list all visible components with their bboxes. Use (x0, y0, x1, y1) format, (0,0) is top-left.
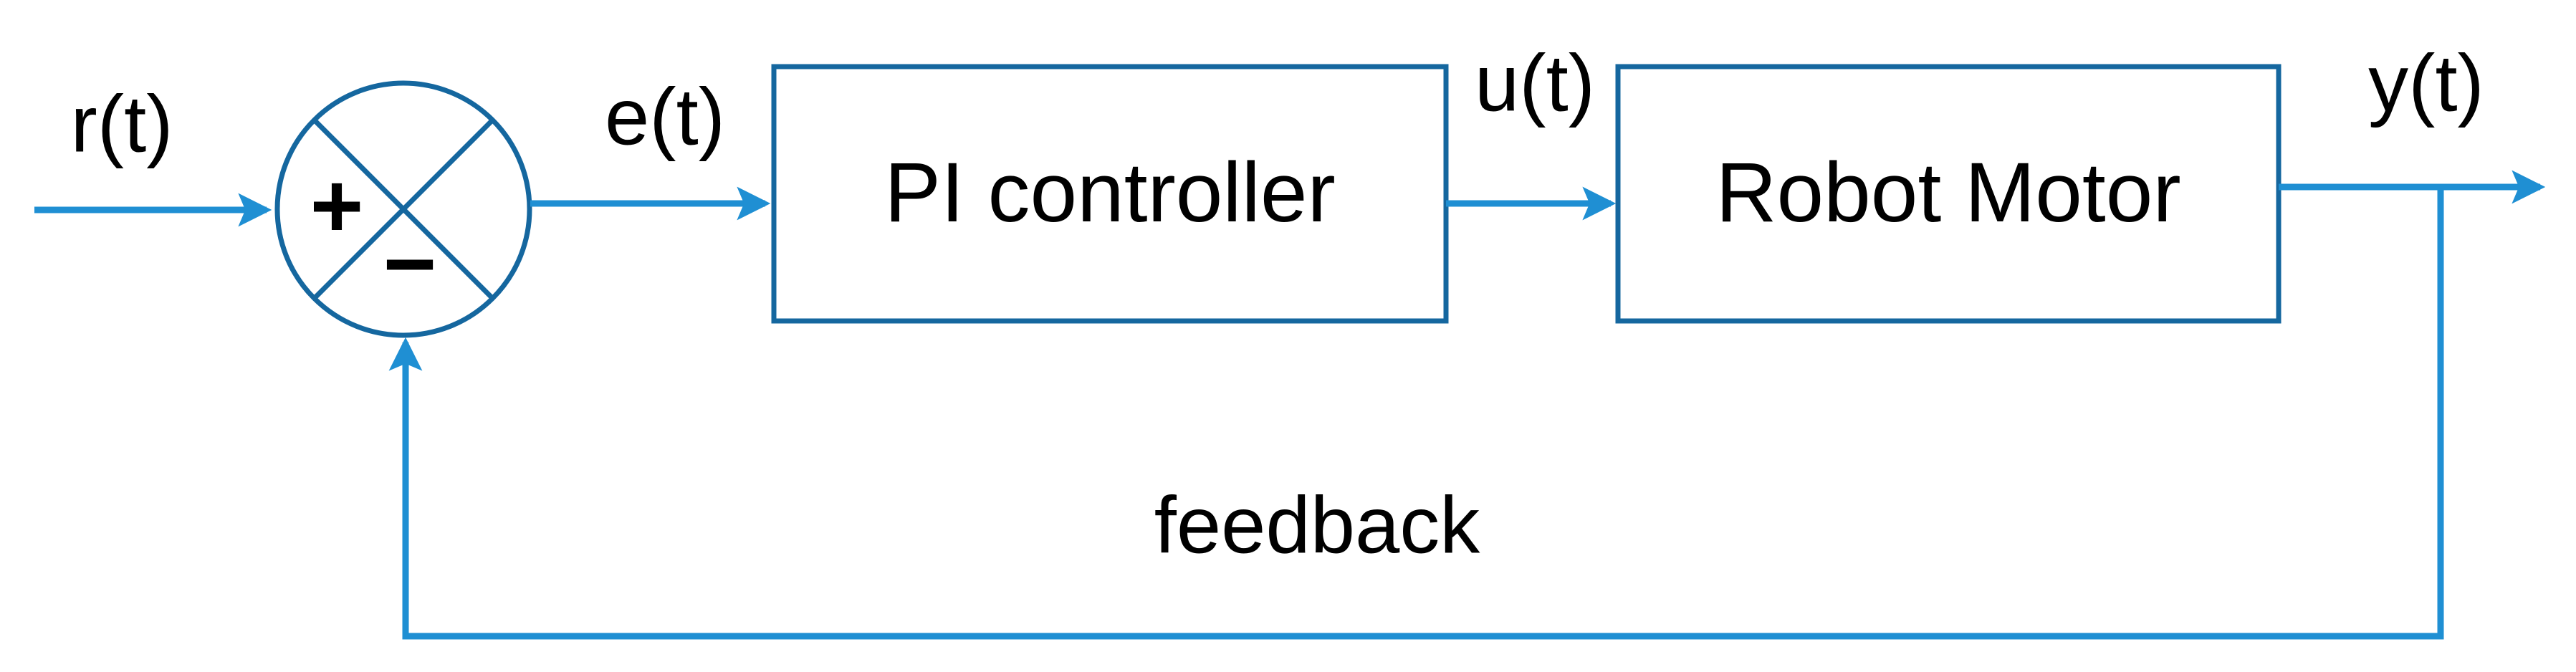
summing-junction[interactable] (274, 80, 532, 338)
block-robot-motor[interactable] (1615, 64, 2281, 324)
robot-motor-box (1615, 64, 2281, 324)
block-pi-controller[interactable] (771, 64, 1449, 324)
feedback-line (388, 187, 2444, 640)
signal-label-control: u(t) (1475, 39, 1595, 128)
summing-junction-minus-sign: − (383, 213, 437, 315)
summing-junction-cross-line-b (312, 117, 495, 301)
signal-label-error: e(t) (605, 72, 725, 162)
robot-motor-label: Robot Motor (1715, 145, 2180, 240)
signal-label-reference: r(t) (70, 80, 173, 169)
pi-controller-box (771, 64, 1449, 324)
pi-controller-label: PI controller (884, 145, 1336, 240)
signal-label-output: y(t) (2368, 39, 2484, 128)
connection-feedback-path (388, 187, 2444, 640)
signal-label-feedback: feedback (1154, 481, 1481, 570)
summing-junction-plus-sign: + (310, 155, 364, 257)
